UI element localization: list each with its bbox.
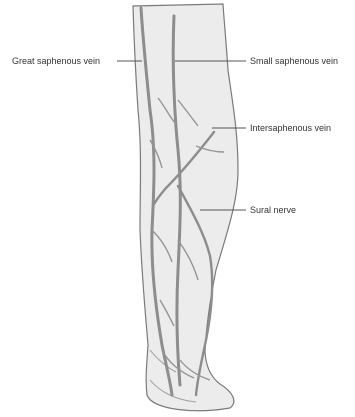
- leg-outline: [133, 4, 238, 411]
- label-sural-nerve: Sural nerve: [250, 205, 296, 215]
- label-great-saphenous-vein: Great saphenous vein: [12, 56, 100, 66]
- label-small-saphenous-vein: Small saphenous vein: [250, 56, 338, 66]
- label-intersaphenous-vein: Intersaphenous vein: [250, 123, 331, 133]
